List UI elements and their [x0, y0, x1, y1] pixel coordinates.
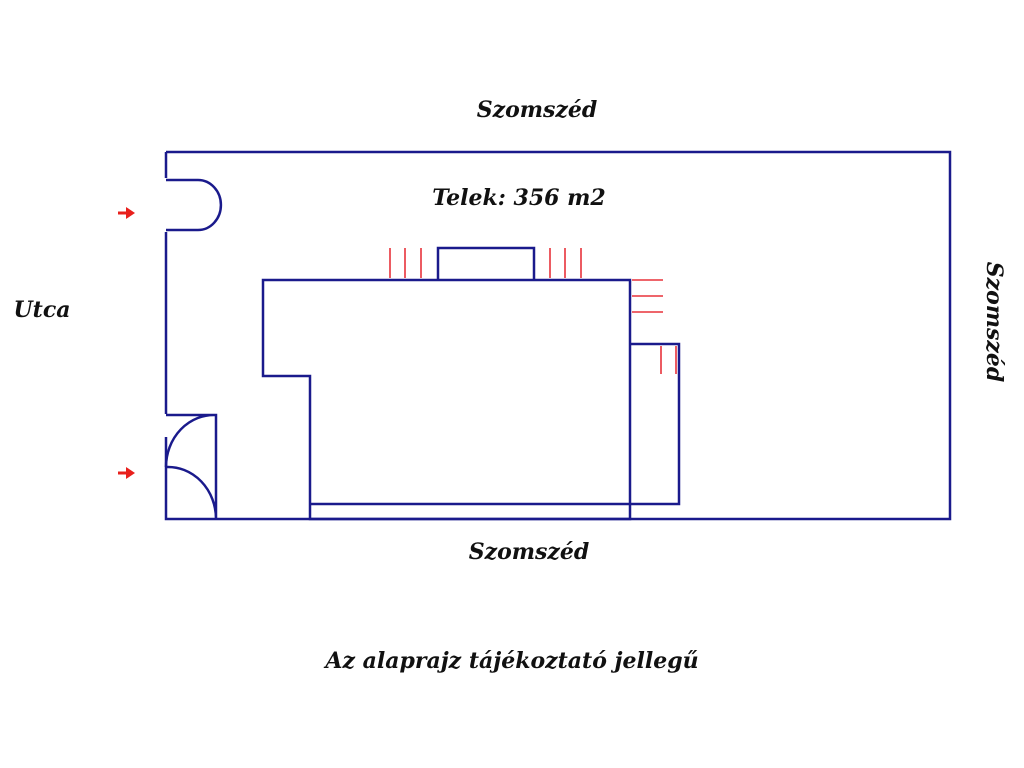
label-street: Utca — [14, 297, 71, 323]
label-neighbor-right: Szomszéd — [981, 262, 1007, 383]
label-neighbor-bottom: Szomszéd — [469, 539, 590, 565]
right-arrow-icon — [118, 207, 135, 219]
gate-upper — [166, 178, 223, 232]
steps-top-right — [549, 248, 582, 278]
label-plot-area: Telek: 356 m2 — [432, 185, 605, 211]
plot-boundary — [164, 150, 952, 521]
right-arrow-icon — [118, 467, 135, 479]
house-annex — [630, 342, 681, 506]
steps-right — [632, 279, 663, 313]
house-outline — [261, 278, 632, 521]
label-disclaimer: Az alaprajz tájékoztató jellegű — [323, 648, 698, 674]
gate-lower — [164, 413, 218, 520]
steps-top-left — [389, 248, 422, 278]
steps-annex — [660, 346, 677, 374]
house-bay — [436, 246, 536, 280]
label-neighbor-top: Szomszéd — [477, 97, 598, 123]
